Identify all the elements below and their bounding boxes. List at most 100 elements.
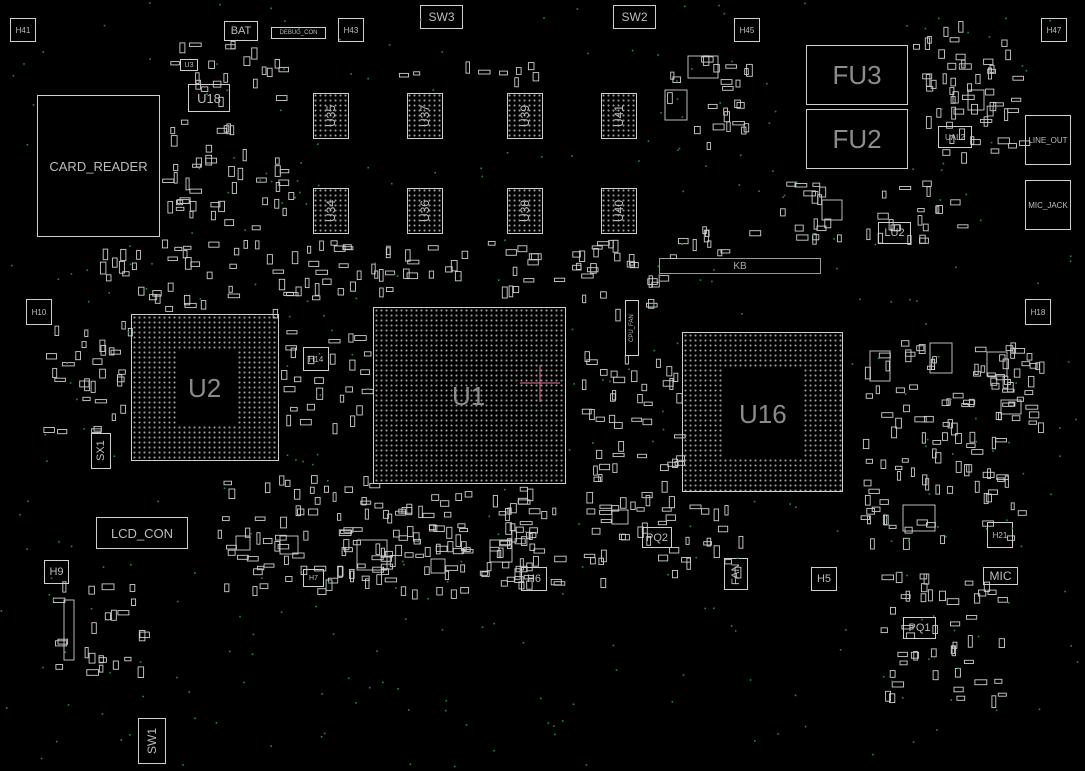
via	[182, 764, 184, 766]
via	[921, 618, 923, 621]
smd-component	[949, 37, 960, 43]
smd-component	[1002, 375, 1009, 389]
smd-component	[374, 502, 384, 509]
smd-component	[895, 571, 903, 584]
via	[836, 530, 839, 532]
h45-mounting-hole[interactable]: H45	[734, 18, 760, 42]
smd-component	[910, 651, 919, 659]
smd-component	[812, 233, 817, 245]
via	[891, 680, 893, 683]
mic-jack[interactable]: MIC_JACK	[1025, 180, 1071, 230]
sw2-switch[interactable]: SW2	[613, 5, 656, 29]
via	[296, 180, 299, 182]
u3-chip[interactable]: U3	[180, 59, 198, 71]
mic-connector[interactable]: MIC	[983, 567, 1018, 585]
via	[409, 763, 412, 766]
smd-component	[989, 101, 997, 112]
bat-connector[interactable]: BAT	[224, 21, 258, 41]
via	[985, 528, 988, 530]
h47-mounting-hole[interactable]: H47	[1041, 18, 1067, 42]
sw3-switch[interactable]: SW3	[420, 5, 463, 29]
smd-component	[973, 593, 981, 604]
smd-component	[228, 285, 233, 293]
smd-component	[170, 127, 176, 135]
smd-component	[1012, 75, 1024, 81]
via	[886, 517, 888, 519]
smd-component	[118, 369, 126, 375]
smd-component	[212, 80, 222, 88]
via	[647, 140, 650, 142]
smd-component	[183, 294, 191, 306]
via	[367, 388, 369, 390]
via	[488, 515, 490, 518]
smd-component	[1016, 396, 1024, 402]
smd-component	[499, 540, 510, 547]
smd-component	[507, 538, 512, 549]
smd-component	[631, 370, 638, 383]
u16-processor[interactable]: U16	[682, 332, 843, 492]
via	[26, 548, 28, 550]
smd-component	[343, 539, 350, 551]
via	[833, 238, 835, 240]
h7-mounting-hole[interactable]: H7	[303, 569, 324, 587]
u2-processor[interactable]: U2	[131, 314, 279, 461]
smd-component	[533, 548, 546, 554]
smd-component	[939, 590, 946, 602]
smd-component	[450, 589, 457, 599]
smd-component	[958, 21, 964, 33]
smd-component	[885, 360, 890, 372]
h43-mounting-hole[interactable]: H43	[338, 18, 364, 42]
h14-mounting-hole[interactable]: H14	[303, 347, 329, 371]
via	[316, 453, 319, 456]
fu2-fuse[interactable]: FU2	[806, 109, 908, 169]
smd-component	[689, 504, 702, 510]
line-out-jack[interactable]: LINE_OUT	[1025, 115, 1071, 165]
u18-chip[interactable]: U18	[188, 84, 230, 112]
via	[481, 626, 484, 628]
h41-mounting-hole[interactable]: H41	[10, 18, 36, 42]
smd-component	[98, 655, 104, 664]
via	[151, 263, 153, 265]
via	[928, 658, 930, 660]
via	[318, 353, 321, 355]
smd-component	[343, 547, 353, 553]
smd-component	[657, 520, 667, 526]
pq1-transistor[interactable]: PQ1	[903, 617, 936, 639]
lcd-connector[interactable]: LCD_CON	[96, 517, 188, 549]
via	[350, 73, 352, 75]
card-reader-connector[interactable]: CARD_READER	[37, 95, 160, 237]
smd-component	[712, 123, 725, 131]
h5-mounting-hole[interactable]: H5	[811, 567, 837, 591]
smd-component	[325, 579, 333, 591]
smd-component	[415, 553, 424, 558]
fu3-fuse[interactable]: FU3	[806, 45, 908, 105]
smd-component	[936, 108, 942, 118]
smd-component	[920, 593, 927, 603]
h18-mounting-hole[interactable]: H18	[1025, 299, 1051, 325]
debug-connector[interactable]: DEBUG_CON	[271, 27, 326, 39]
smd-component	[233, 247, 240, 256]
smd-component	[278, 278, 286, 291]
h6-mounting-hole[interactable]: H6	[521, 567, 547, 591]
smd-component	[445, 266, 453, 273]
smd-component	[990, 377, 998, 386]
smd-component	[613, 376, 626, 384]
smd-component	[961, 152, 967, 164]
smd-component	[152, 290, 162, 297]
via	[571, 328, 574, 331]
smd-component	[1021, 361, 1031, 367]
via	[498, 279, 500, 281]
smd-component	[707, 240, 712, 248]
h10-mounting-hole[interactable]: H10	[26, 299, 52, 325]
h21-mounting-hole[interactable]: H21	[987, 522, 1013, 548]
via	[615, 669, 618, 671]
smd-component	[371, 263, 376, 275]
smd-component	[120, 404, 127, 414]
via	[145, 287, 148, 290]
via	[397, 687, 399, 690]
via	[609, 380, 611, 383]
kb-connector[interactable]: KB	[659, 258, 821, 274]
u1-processor[interactable]: U1	[373, 307, 566, 484]
via	[576, 8, 579, 10]
h9-mounting-hole[interactable]: H9	[44, 560, 69, 584]
